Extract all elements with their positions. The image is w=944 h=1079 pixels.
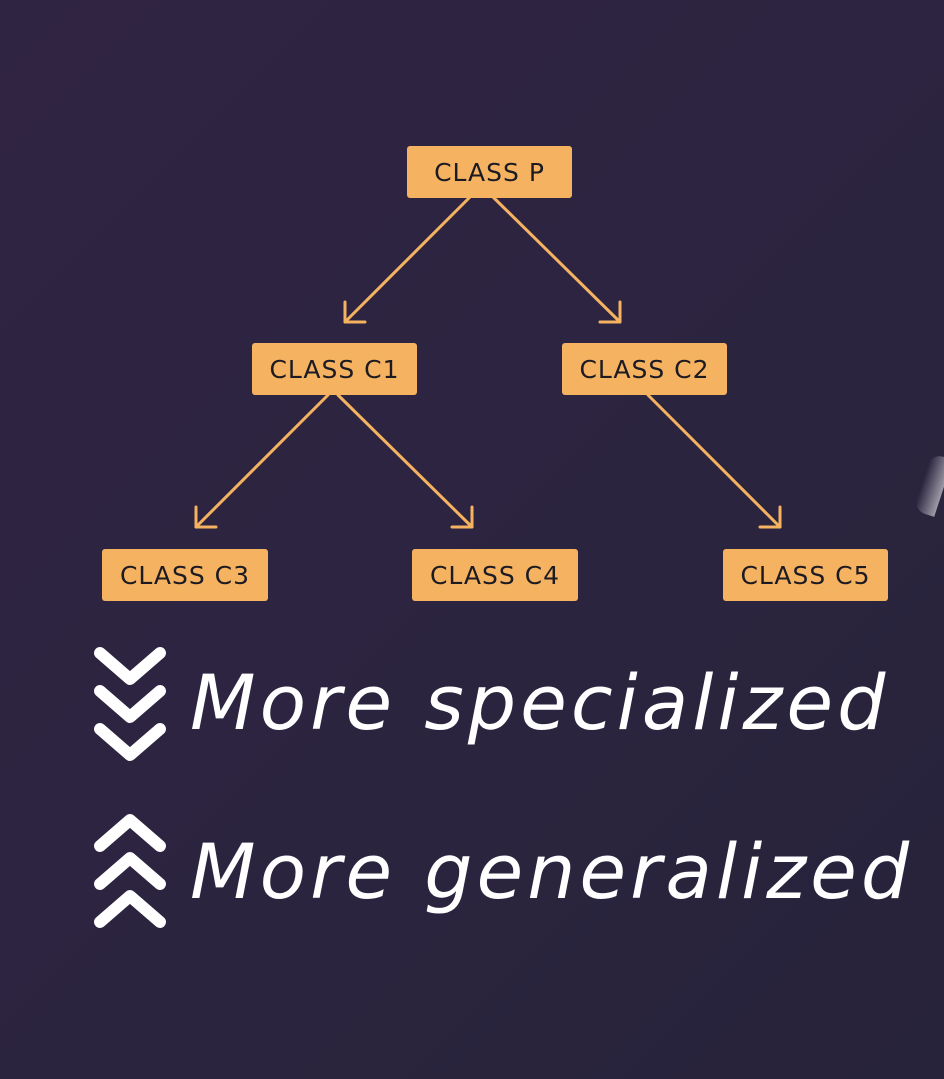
arrow-c2-to-c5 [646, 393, 782, 529]
legend-specialized-label: More specialized [190, 658, 890, 747]
arrow-c1-to-c3 [194, 393, 330, 529]
legend-specialized: More specialized [92, 643, 889, 763]
node-class-c5: CLASS C5 [723, 549, 888, 601]
node-class-c1: CLASS C1 [252, 343, 417, 395]
arrow-c1-to-c4 [336, 393, 474, 529]
arrow-p-to-c2 [491, 195, 622, 324]
legend-generalized-label: More generalized [190, 827, 914, 916]
node-class-c3: CLASS C3 [102, 549, 268, 601]
node-class-c2: CLASS C2 [562, 343, 727, 395]
triple-chevron-up-icon [94, 814, 166, 928]
arrow-p-to-c1 [343, 195, 472, 324]
node-class-p: CLASS P [407, 146, 572, 198]
legend-generalized: More generalized [92, 812, 913, 932]
node-class-c4: CLASS C4 [412, 549, 578, 601]
triple-chevron-down-icon [94, 647, 166, 761]
